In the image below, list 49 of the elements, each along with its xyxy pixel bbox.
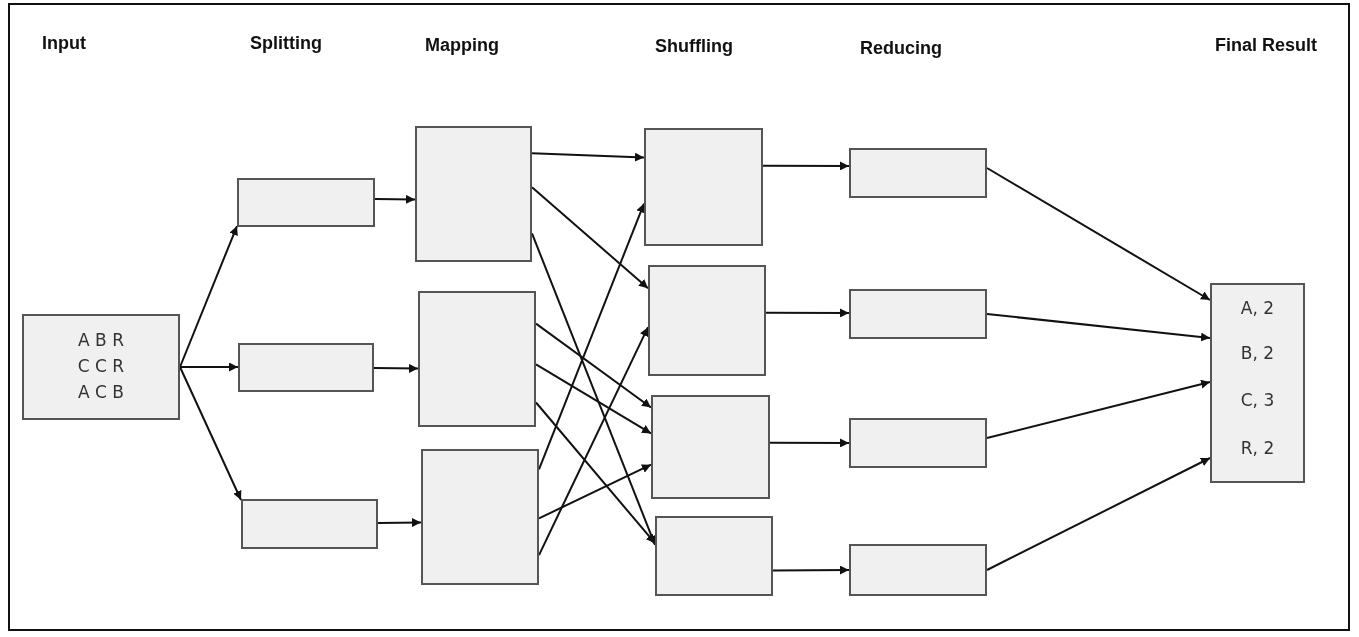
arrow [772, 565, 850, 575]
arrow [531, 186, 649, 290]
arrow [986, 457, 1211, 571]
box-text: R, 2 [1239, 438, 1276, 458]
empty-box [849, 418, 987, 468]
box-text: A, 2 [1239, 298, 1276, 318]
empty-box [418, 291, 536, 427]
empty-box [849, 544, 987, 596]
arrow [535, 322, 652, 409]
arrow [179, 366, 242, 501]
box-text: C C R [76, 356, 126, 376]
text-box [1210, 283, 1305, 483]
column-heading: Input [42, 33, 86, 54]
arrow [986, 379, 1211, 439]
arrow [179, 362, 239, 372]
empty-box [655, 516, 773, 596]
arrow [377, 518, 422, 528]
column-heading: Mapping [425, 35, 499, 56]
arrow [769, 438, 850, 448]
empty-box [415, 126, 532, 262]
empty-box [421, 449, 539, 585]
empty-box [849, 289, 987, 339]
arrow [531, 152, 645, 162]
text-box [22, 314, 180, 420]
empty-box [241, 499, 378, 549]
arrow [538, 463, 652, 520]
empty-box [644, 128, 763, 246]
box-text: A B R [77, 330, 125, 350]
column-heading: Shuffling [655, 36, 733, 57]
empty-box [648, 265, 766, 376]
box-text: B, 2 [1239, 343, 1276, 363]
empty-box [651, 395, 770, 499]
box-text: A C B [77, 382, 125, 402]
arrow [986, 313, 1211, 342]
empty-box [849, 148, 987, 198]
column-heading: Splitting [250, 33, 322, 54]
arrow [535, 401, 656, 545]
arrow [765, 308, 850, 318]
empty-box [237, 178, 375, 227]
arrow [986, 167, 1211, 301]
arrow [762, 161, 850, 171]
column-heading: Reducing [860, 38, 942, 59]
arrow [535, 363, 652, 435]
column-heading: Final Result [1215, 35, 1317, 56]
empty-box [238, 343, 374, 392]
box-text: C, 3 [1239, 390, 1276, 410]
arrow [179, 225, 238, 368]
arrow [373, 363, 419, 373]
arrow [374, 194, 416, 204]
